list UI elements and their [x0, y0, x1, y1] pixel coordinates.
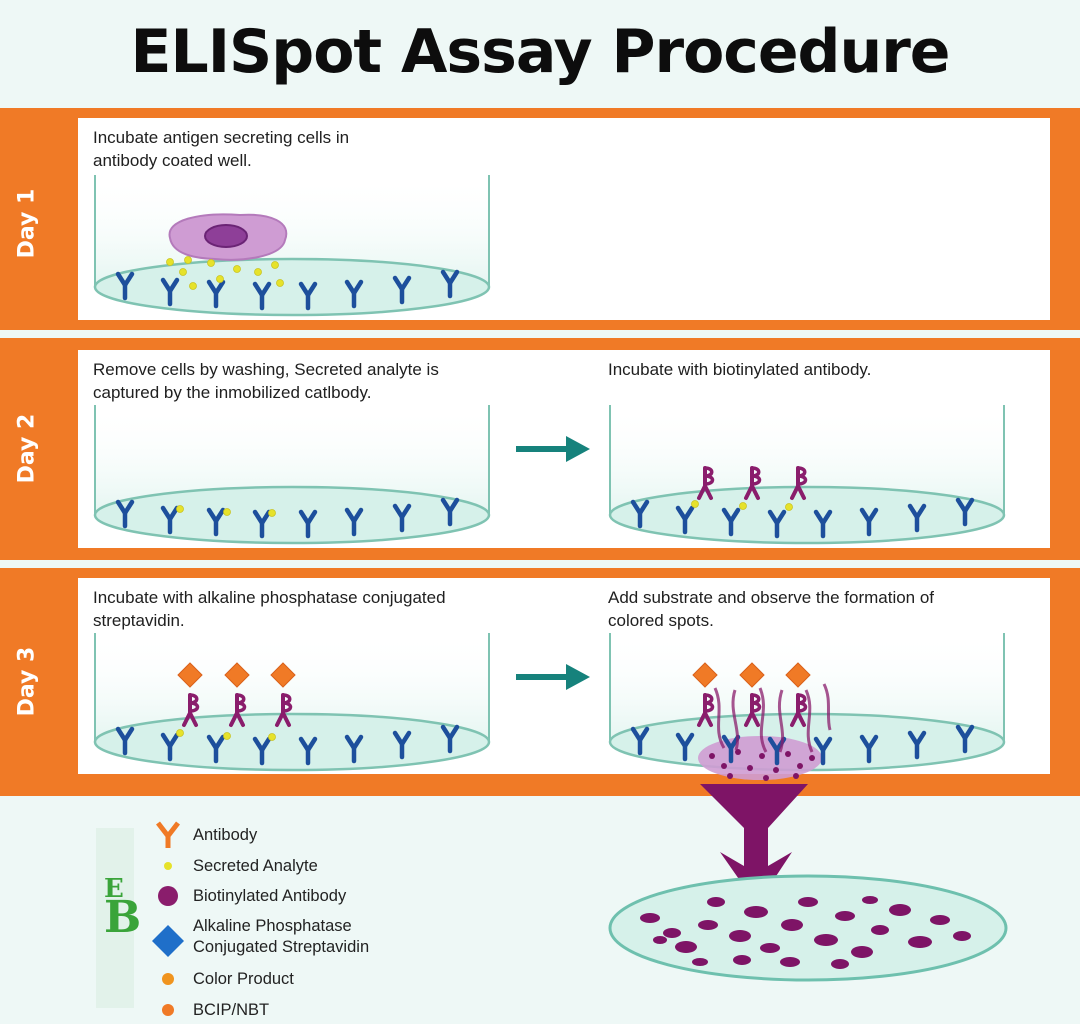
- legend-biotinylated-label: Biotinylated Antibody: [193, 887, 347, 905]
- day-2-arrow: [516, 436, 590, 462]
- day-3-well-1: [93, 633, 491, 772]
- legend-bcip-label: BCIP/NBT: [193, 1001, 270, 1019]
- page-title: ELISpot Assay Procedure: [130, 17, 951, 87]
- day-3-step-2-text: Add substrate and observe the formation …: [608, 588, 935, 630]
- day-3-well-2-precipitate-dots: [709, 749, 815, 781]
- legend-biotinylated-dot-icon: [158, 886, 178, 906]
- day-2-well-2-analyte-dots: [691, 500, 793, 511]
- legend-antibody-label: Antibody: [193, 826, 258, 844]
- day-2-well-1: [93, 405, 491, 545]
- legend-analyte-dot-icon: [164, 862, 172, 870]
- legend-analyte-label: Secreted Analyte: [193, 857, 318, 875]
- day-2-well-1-analyte-dots: [176, 505, 276, 517]
- day-2-well-2: [608, 405, 1006, 545]
- day-3-arrow: [516, 664, 590, 690]
- day-1-step-1-text: Incubate antigen secreting cells in anti…: [93, 128, 350, 170]
- spot-formation-arrow: [700, 784, 808, 905]
- day-1-analyte-dots: [166, 256, 284, 290]
- day-2-step-2-text: Incubate with biotinylated antibody.: [608, 360, 872, 379]
- title-bar: ELISpot Assay Procedure: [0, 0, 1080, 104]
- day-3-well-1-analyte-dots: [176, 729, 276, 741]
- legend-strip: [96, 828, 134, 1008]
- legend-color-product-label: Color Product: [193, 970, 294, 988]
- legend-diamond-icon: [152, 925, 184, 957]
- result-spots: [640, 896, 971, 969]
- legend-color-product-dot-icon: [162, 973, 174, 985]
- legend-streptavidin-label: Alkaline Phosphatase Conjugated Streptav…: [193, 917, 370, 956]
- day-3-well-2-color-streaks: [713, 683, 832, 753]
- result-spots-plate: [608, 874, 1008, 982]
- day-3-step-1-text: Incubate with alkaline phosphatase conju…: [93, 588, 446, 630]
- legend-logo: E B: [104, 874, 142, 943]
- legend-bcip-dot-icon: [162, 1004, 174, 1016]
- legend-antibody-icon: [156, 821, 180, 848]
- day-1-well: [93, 175, 491, 317]
- day-2-step-1-text: Remove cells by washing, Secreted analyt…: [93, 360, 439, 402]
